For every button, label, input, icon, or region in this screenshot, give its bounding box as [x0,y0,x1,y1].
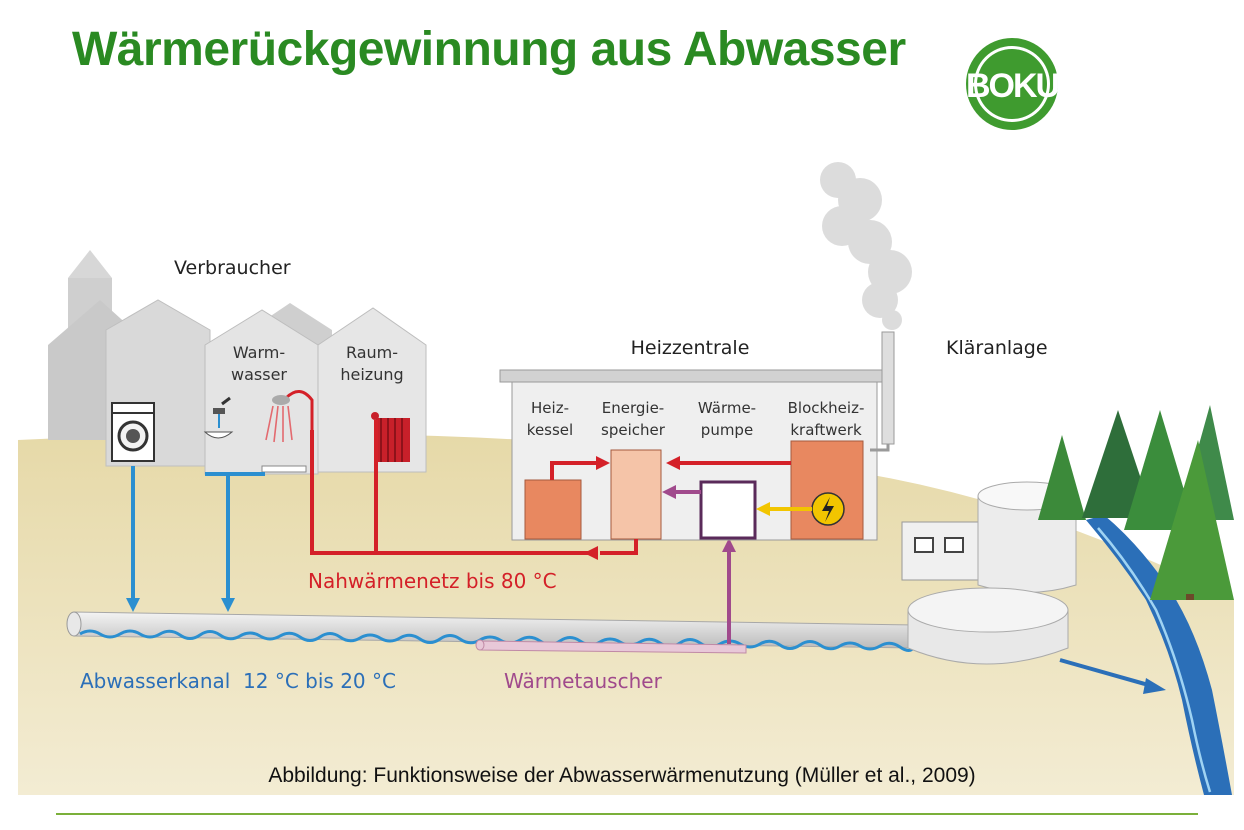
label-room-heating-2: heizung [340,365,403,384]
slide-title: Wärmerückgewinnung aus Abwasser [72,23,906,76]
boiler-to-storage-arrow [596,456,610,470]
boiler-box [524,479,582,540]
sewer-arrow-1 [126,598,140,612]
label-boiler-2: kessel [527,421,573,439]
logo-text: BOKU [966,67,1059,105]
figure-caption: Abbildung: Funktionsweise der Abwasserwä… [268,764,976,787]
sewer-downpipes [131,466,265,602]
label-warm-water-1: Warm- [233,343,285,362]
storage-box [610,449,662,540]
label-chp-2: kraftwerk [790,421,862,439]
river-highlight [1097,527,1212,793]
label-treatment-plant: Kläranlage [946,337,1048,359]
treatment-plant [901,481,1077,665]
sewer-pipe [66,611,917,652]
plant-heat-lines [550,461,791,480]
label-room-heating-1: Raum- [346,343,398,362]
label-sewer: Abwasserkanal 12 °C bis 20 °C [80,669,396,693]
district-heating-line [310,420,638,555]
outflow-arrow [1143,678,1166,694]
label-warm-water-2: wasser [231,365,287,384]
label-consumers: Verbraucher [174,257,291,279]
label-boiler-1: Heiz- [531,399,569,417]
sewer-arrow-2 [221,598,235,612]
heat-pump-arrow [662,485,676,499]
label-storage-2: speicher [601,421,666,439]
label-storage-1: Energie- [602,399,664,417]
footer-rule [56,813,1198,815]
label-heat-pump-2: pumpe [701,421,753,439]
boku-logo: BOKU [966,38,1060,130]
sink-tap-icon [203,396,234,439]
outflow-line [1059,658,1153,688]
radiator-icon [371,412,410,462]
exchanger-arrow-up [722,538,736,552]
shower-icon [261,390,314,473]
district-heating-arrow [584,546,598,560]
river [1086,515,1232,795]
chp-to-storage-arrow [666,456,680,470]
heat-pump-box [699,480,757,540]
label-chp-1: Blockheiz- [788,399,865,417]
heat-exchanger [475,639,747,654]
label-heat-exchanger: Wärmetauscher [504,669,663,693]
lightning-icon [811,492,845,526]
smoke [820,162,912,330]
power-arrow [756,502,770,516]
washing-machine-icon [111,402,155,462]
forest [1038,405,1234,600]
label-heat-pump-1: Wärme- [698,399,756,417]
label-district-heating: Nahwärmenetz bis 80 °C [308,569,557,593]
label-heating-center: Heizzentrale [631,337,750,359]
